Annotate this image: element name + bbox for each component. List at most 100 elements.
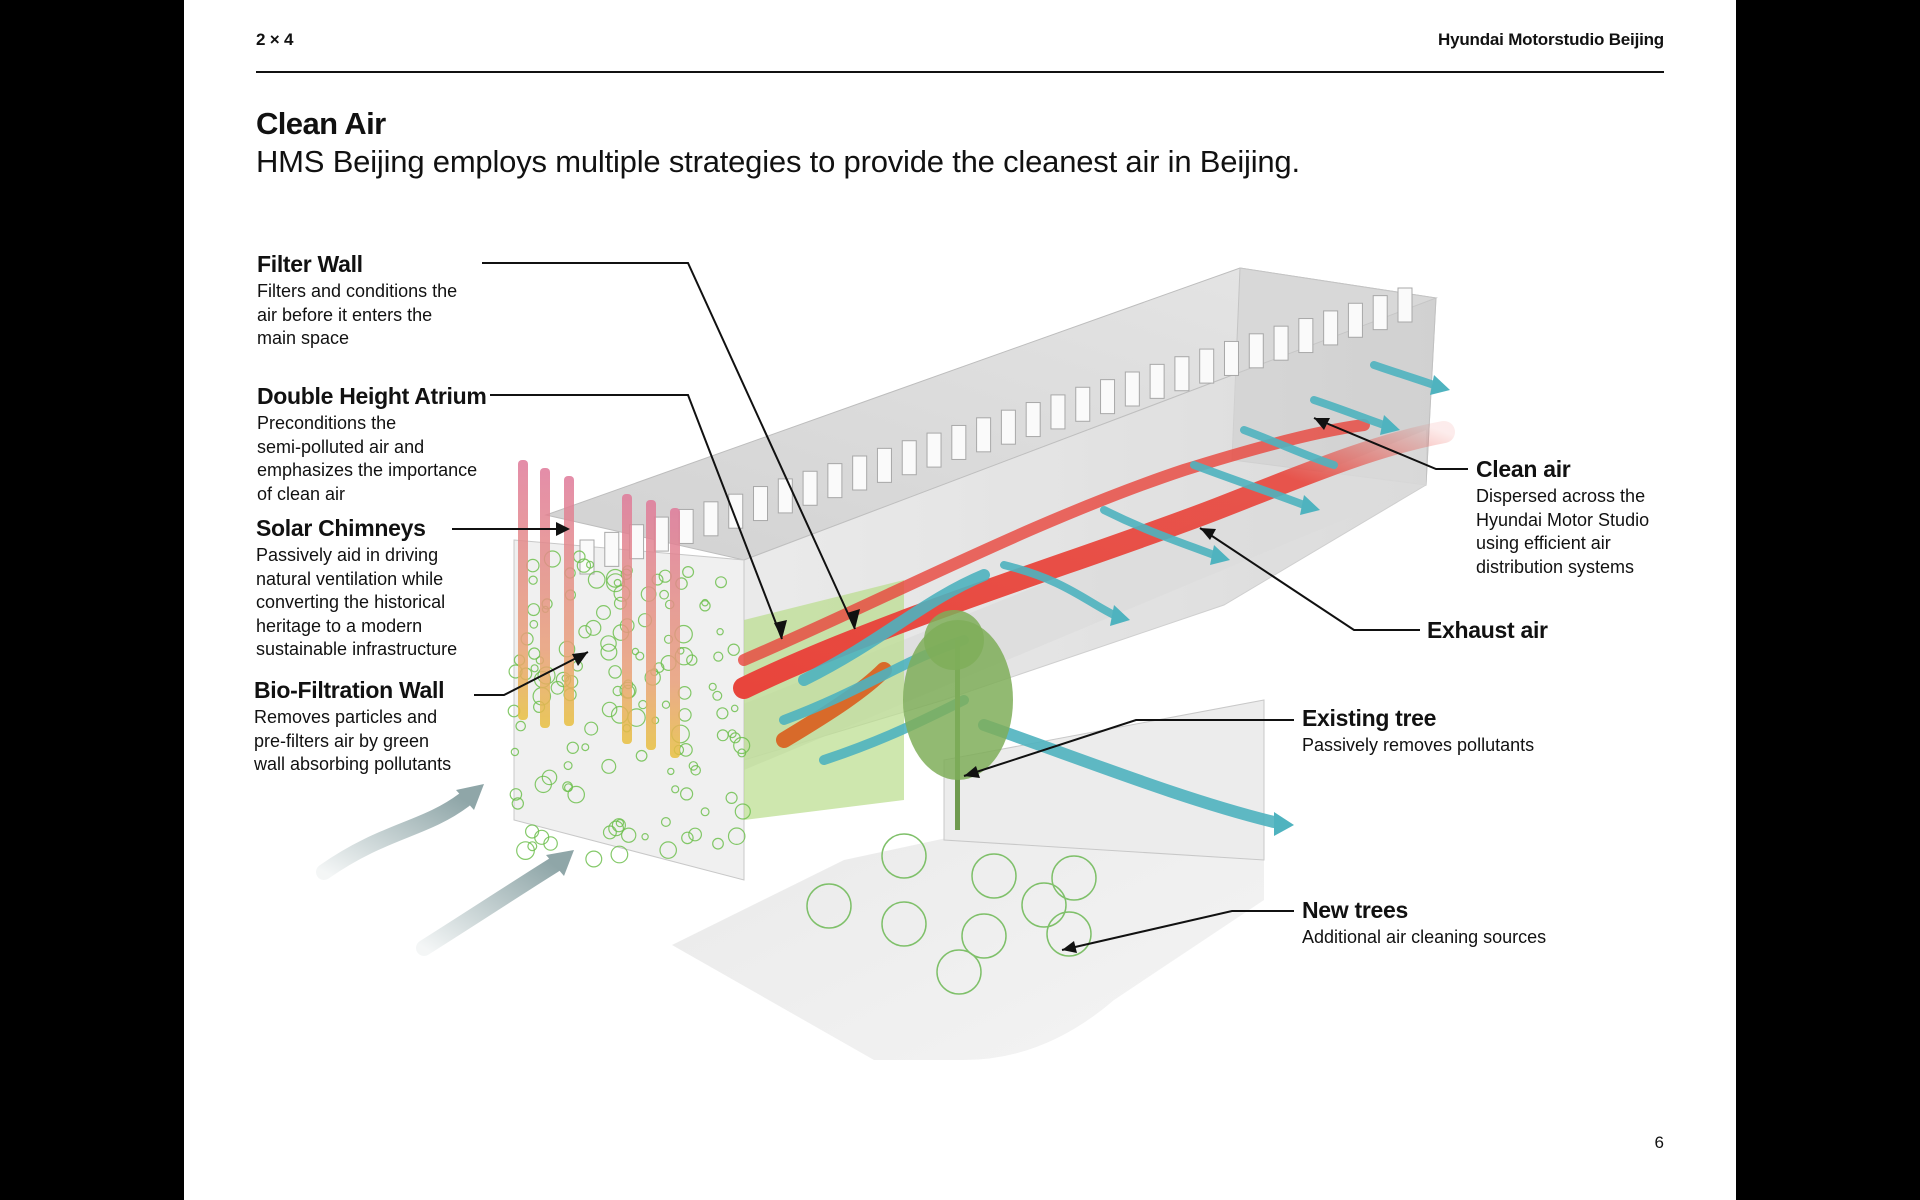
green-wall-plant [635, 749, 648, 762]
clerestory-window [802, 470, 818, 506]
callout-desc: Preconditions the semi-polluted air and … [257, 413, 478, 504]
green-wall-plant [563, 761, 573, 771]
green-wall-plant [581, 743, 590, 752]
outside-air-arrow [316, 792, 472, 880]
clerestory-window [1223, 340, 1239, 376]
green-wall-plant [602, 825, 617, 840]
green-wall-plant [586, 560, 595, 569]
green-wall-plant [584, 721, 599, 736]
callout-biofiltration: Bio-Filtration Wall Removes particles an… [254, 677, 451, 777]
green-wall-plant [543, 836, 558, 851]
clerestory-window [753, 486, 769, 522]
callout-exhaust-air: Exhaust air [1427, 617, 1548, 644]
green-wall-plant [515, 720, 526, 732]
callout-atrium: Double Height Atrium Preconditions the s… [257, 383, 487, 506]
clerestory-window [678, 508, 694, 544]
header-left-logo: 2 × 4 [256, 30, 294, 49]
green-wall-plant [737, 748, 747, 758]
clerestory-window [1124, 371, 1140, 407]
clerestory-window [1298, 318, 1314, 354]
green-wall-plant [727, 643, 740, 656]
green-wall-plant [601, 758, 617, 774]
page: 2 × 4 Hyundai Motorstudio Beijing Clean … [184, 0, 1736, 1200]
green-wall-plant [699, 600, 711, 612]
clerestory-window [1100, 379, 1116, 415]
green-wall-plant [671, 785, 680, 794]
clerestory-window [1199, 348, 1215, 384]
leader-filter-wall [482, 262, 856, 630]
green-wall-plant [566, 741, 579, 755]
leader-lines [452, 262, 1468, 951]
callout-title: Filter Wall [257, 251, 363, 277]
callout-desc: Passively aid in driving natural ventila… [256, 545, 458, 659]
green-wall-plant [530, 664, 539, 673]
clerestory-window [1248, 333, 1264, 369]
clerestory-window [1050, 394, 1066, 430]
clerestory-window [1372, 295, 1388, 331]
green-wall-plant [713, 651, 724, 662]
green-wall-plant [567, 785, 585, 804]
clerestory-window [1174, 356, 1190, 392]
solar-chimneys [518, 460, 680, 758]
green-wall-plant [727, 827, 746, 845]
green-wall-plant [708, 682, 717, 691]
clerestory-window [653, 516, 669, 552]
green-wall-plant [727, 729, 737, 739]
clerestory-window [951, 424, 967, 460]
clerestory-window [1075, 386, 1091, 422]
header-rule [256, 71, 1664, 73]
green-wall-plant [600, 635, 617, 652]
green-wall-plant [700, 807, 710, 817]
leader-exhaust-air [1199, 527, 1420, 631]
outside-air-arrow [416, 857, 562, 956]
clerestory-window [1397, 287, 1413, 323]
page-number: 6 [1654, 1133, 1664, 1152]
green-wall-plant [529, 619, 539, 629]
green-wall-plant [601, 701, 618, 718]
green-wall-plant [610, 845, 629, 864]
page-subtitle: HMS Beijing employs multiple strategies … [256, 144, 1300, 179]
green-wall-plant [608, 820, 625, 837]
green-wall-plant [510, 747, 520, 757]
green-wall-plant [682, 565, 695, 578]
clerestory-window [1025, 402, 1041, 438]
outside-air-arrowhead [546, 850, 574, 876]
callout-existing-tree: Existing tree Passively removes pollutan… [1302, 705, 1534, 758]
callout-desc: Filters and conditions the air before it… [257, 281, 458, 348]
green-wall-plant [621, 827, 637, 843]
clerestory-window [728, 493, 744, 529]
green-wall-plant [631, 647, 640, 656]
green-wall-plant [578, 625, 592, 639]
new-trees-drawing [806, 833, 1097, 995]
callout-desc: Passively removes pollutants [1302, 735, 1535, 755]
green-wall-plant [688, 761, 699, 771]
green-wall-plant [527, 841, 538, 852]
green-wall-plant [661, 700, 671, 709]
green-wall-plant [528, 647, 541, 660]
green-wall-plant [714, 576, 727, 589]
green-wall-plant [611, 818, 626, 833]
callout-desc: Dispersed across the Hyundai Motor Studi… [1476, 486, 1650, 577]
clerestory-window [777, 478, 793, 514]
green-wall-plant [587, 570, 606, 589]
leader-existing-tree [963, 719, 1294, 777]
green-wall-plant [534, 829, 550, 845]
callout-title: Clean air [1476, 456, 1571, 482]
clerestory-window [1149, 363, 1165, 399]
green-wall-plant [635, 651, 645, 661]
outside-air-arrowhead [456, 784, 484, 810]
clerestory-window [604, 531, 620, 567]
green-wall-plant [585, 850, 603, 868]
building-section-diagram [316, 262, 1468, 1060]
green-wall-plant [525, 824, 540, 839]
green-wall-plant [613, 578, 622, 587]
green-wall-plant [716, 628, 724, 636]
clerestory-window [976, 417, 992, 453]
green-wall-plant [690, 764, 701, 776]
clerestory-window [827, 463, 843, 499]
green-wall-plant [509, 788, 523, 801]
green-wall-plant [730, 704, 739, 713]
green-wall-plant [550, 680, 565, 695]
green-wall-plant [660, 816, 671, 827]
green-wall-plant [686, 654, 698, 666]
